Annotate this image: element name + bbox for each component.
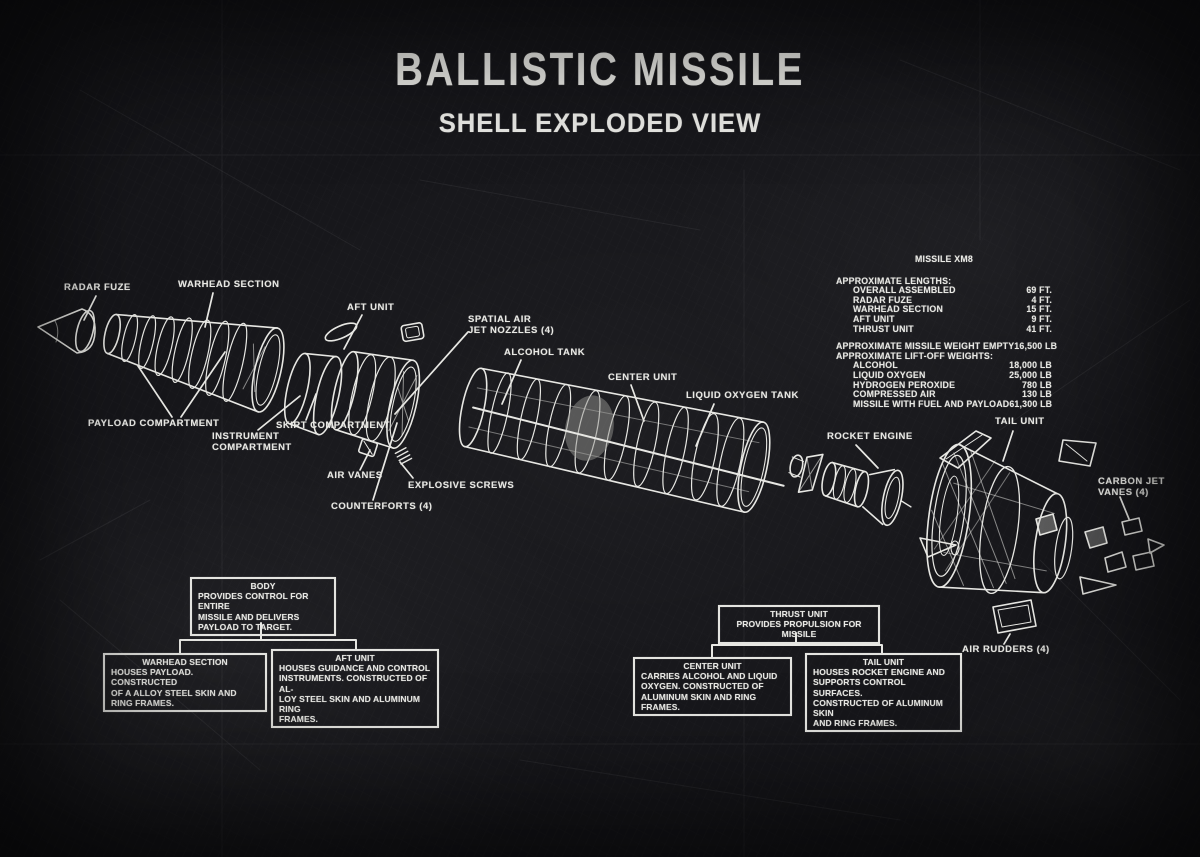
label-explosive-screws: EXPLOSIVE SCREWS: [408, 480, 515, 491]
label-payload-compartment: PAYLOAD COMPARTMENT: [88, 418, 220, 429]
label-counterforts: COUNTERFORTS (4): [331, 501, 433, 512]
label-skirt-compartment: SKIRT COMPARTMENT: [276, 420, 390, 431]
info-box-title: THRUST UNIT: [770, 609, 828, 619]
info-box-title: AFT UNIT: [335, 653, 375, 663]
label-rocket-engine: ROCKET ENGINE: [827, 431, 913, 442]
label-spatial-air-jet-nozzles: SPATIAL AIR JET NOZZLES (4): [468, 314, 555, 336]
info-box-text: HOUSES ROCKET ENGINE AND SUPPORTS CONTRO…: [813, 667, 945, 729]
info-box-title: WARHEAD SECTION: [142, 657, 228, 667]
info-box-center-unit: CENTER UNIT CARRIES ALCOHOL AND LIQUID O…: [633, 657, 792, 716]
warhead-section-part: [103, 313, 285, 413]
info-box-body: BODY PROVIDES CONTROL FOR ENTIRE MISSILE…: [190, 577, 336, 636]
info-box-text: PROVIDES PROPULSION FOR MISSILE: [736, 619, 862, 640]
tail-unit-part: [926, 443, 1074, 595]
rocket-engine-part: [797, 453, 912, 527]
label-aft-unit: AFT UNIT: [347, 302, 395, 313]
info-box-aft-unit: AFT UNIT HOUSES GUIDANCE AND CONTROL INS…: [271, 649, 439, 729]
label-air-rudders: AIR RUDDERS (4): [962, 644, 1050, 655]
label-alcohol-tank: ALCOHOL TANK: [504, 347, 586, 358]
label-radar-fuze: RADAR FUZE: [64, 282, 131, 293]
info-box-text: CARRIES ALCOHOL AND LIQUID OXYGEN. CONST…: [641, 671, 778, 712]
spec-header: MISSILE XM8: [915, 254, 973, 264]
label-tail-unit: TAIL UNIT: [995, 416, 1045, 427]
page-title: BALLISTIC MISSILE: [395, 43, 805, 95]
label-center-unit: CENTER UNIT: [608, 372, 678, 383]
label-instrument-compartment: INSTRUMENT COMPARTMENT: [212, 431, 292, 453]
info-box-text: HOUSES PAYLOAD. CONSTRUCTED OF A ALLOY S…: [111, 667, 237, 708]
info-box-title: TAIL UNIT: [862, 657, 905, 667]
jet-nozzle-parts: [324, 322, 425, 343]
info-box-thrust-unit: THRUST UNIT PROVIDES PROPULSION FOR MISS…: [718, 605, 880, 644]
label-carbon-jet-vanes: CARBON JET VANES (4): [1098, 476, 1165, 498]
label-liquid-oxygen-tank: LIQUID OXYGEN TANK: [686, 390, 799, 401]
info-box-title: BODY: [250, 581, 276, 591]
info-box-title: CENTER UNIT: [683, 661, 742, 671]
radar-fuze-part: [37, 308, 96, 354]
info-box-tail-unit: TAIL UNIT HOUSES ROCKET ENGINE AND SUPPO…: [805, 653, 962, 733]
label-warhead-section: WARHEAD SECTION: [178, 279, 280, 290]
info-box-text: PROVIDES CONTROL FOR ENTIRE MISSILE AND …: [198, 591, 309, 632]
label-air-vanes: AIR VANES: [327, 470, 383, 481]
info-box-warhead-section: WARHEAD SECTION HOUSES PAYLOAD. CONSTRUC…: [103, 653, 267, 712]
explosive-screw-part: [394, 447, 413, 465]
page-subtitle: SHELL EXPLODED VIEW: [438, 108, 762, 138]
info-box-text: HOUSES GUIDANCE AND CONTROL INSTRUMENTS.…: [279, 663, 431, 725]
spec-table: MISSILE XM8 APPROXIMATE LENGTHS: OVERALL…: [836, 254, 1057, 409]
